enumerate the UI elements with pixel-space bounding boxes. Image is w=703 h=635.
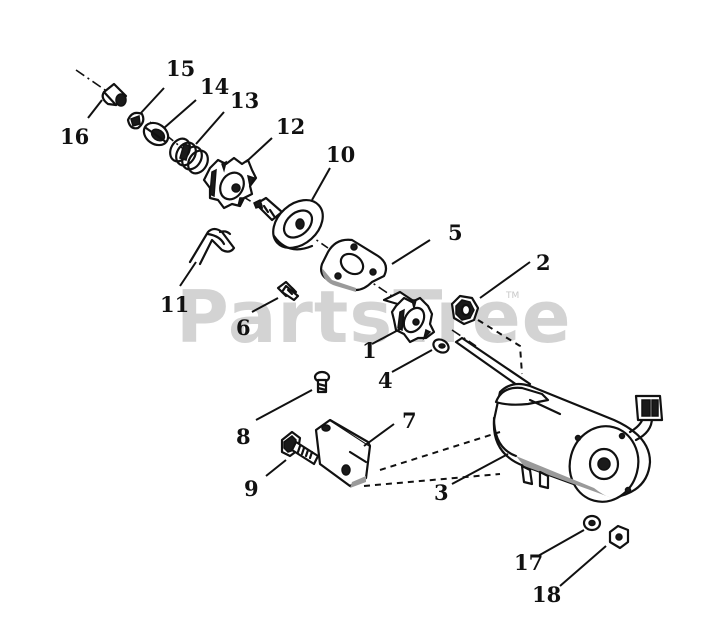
callout-8: 8 [236,424,251,449]
leader-lines [87,87,607,587]
part-7-l-bracket [314,418,372,488]
callout-6: 6 [236,315,251,340]
part-16-pin [101,82,128,107]
part-12-pinion-gear [202,156,284,222]
part-8-screw [313,370,331,394]
part-4-washer [432,338,450,354]
part-5-bracket-plate [320,238,388,292]
part-1-gear [382,290,436,344]
part-18-nut [608,524,630,550]
part-14-cup [142,121,170,147]
callout-9: 9 [244,476,259,501]
part-3-starter-motor [454,319,664,503]
callout-12: 12 [276,114,305,139]
callout-2: 2 [536,250,551,275]
callout-labels: 1 2 3 4 5 6 7 8 9 10 11 12 13 14 15 16 1… [60,56,561,607]
watermark: PartsTree TM [176,275,572,359]
callout-13: 13 [230,88,259,113]
callout-3: 3 [434,480,449,505]
callout-10: 10 [326,142,355,167]
callout-17: 17 [514,550,543,575]
part-13-spring [169,137,209,175]
part-6-screw [276,280,300,302]
watermark-trademark: TM [505,291,519,301]
watermark-text: PartsTree [176,275,572,359]
callout-11: 11 [160,292,189,317]
part-17-lock-washer [582,514,602,532]
part-10-flange [272,198,324,251]
callout-18: 18 [532,582,561,607]
part-9-bolt [280,430,320,466]
part-15-clip [126,111,145,130]
callout-16: 16 [60,124,89,149]
callout-1: 1 [362,338,377,363]
part-11-retainer-clip [188,227,236,266]
callout-5: 5 [448,220,463,245]
callout-14: 14 [200,74,229,99]
part-2-nut [450,294,480,326]
callout-4: 4 [378,368,393,393]
callout-7: 7 [402,408,417,433]
callout-15: 15 [166,56,195,81]
bracket-motor-link [363,431,501,487]
